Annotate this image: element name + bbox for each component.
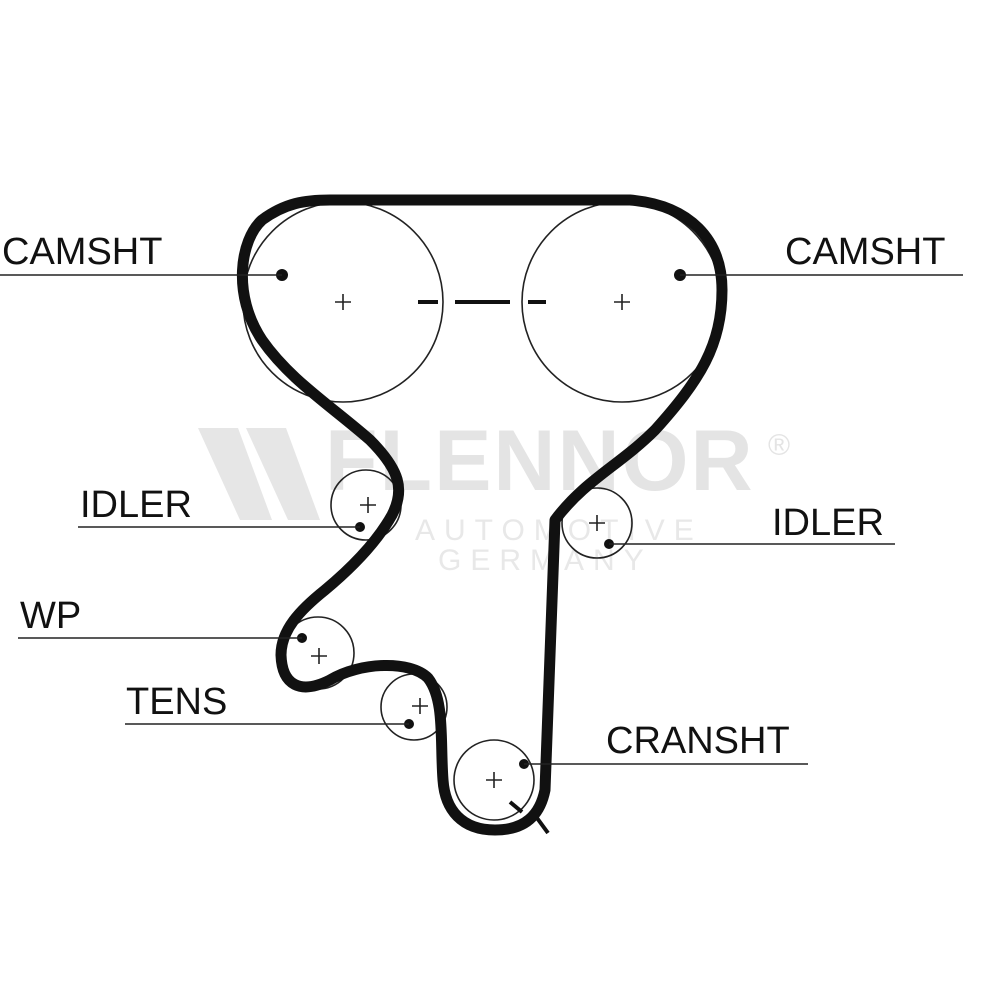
timing-belt	[237, 194, 728, 836]
label-crankshaft: CRANSHT	[606, 720, 790, 762]
leader-lines	[0, 274, 963, 765]
crankshaft-timing-mark	[508, 800, 524, 814]
watermark-line2: GERMANY	[438, 544, 653, 577]
crankshaft-pulley	[453, 739, 535, 821]
watermark: FLENNOR ® AUTOMOTIVE GERMANY	[198, 413, 790, 577]
center-marks	[311, 294, 630, 788]
watermark-logo-mark	[198, 428, 272, 520]
idler-right-pulley	[561, 487, 633, 559]
label-idler-left: IDLER	[80, 484, 192, 526]
label-camshaft-right: CAMSHT	[785, 231, 945, 273]
watermark-logo-mark-2	[246, 428, 320, 520]
label-idler-right: IDLER	[772, 502, 884, 544]
label-tensioner: TENS	[126, 681, 227, 723]
label-camshaft-left: CAMSHT	[2, 231, 162, 273]
label-water-pump: WP	[20, 595, 81, 637]
crankshaft-belt-tick	[535, 816, 550, 835]
watermark-registered: ®	[768, 429, 790, 462]
